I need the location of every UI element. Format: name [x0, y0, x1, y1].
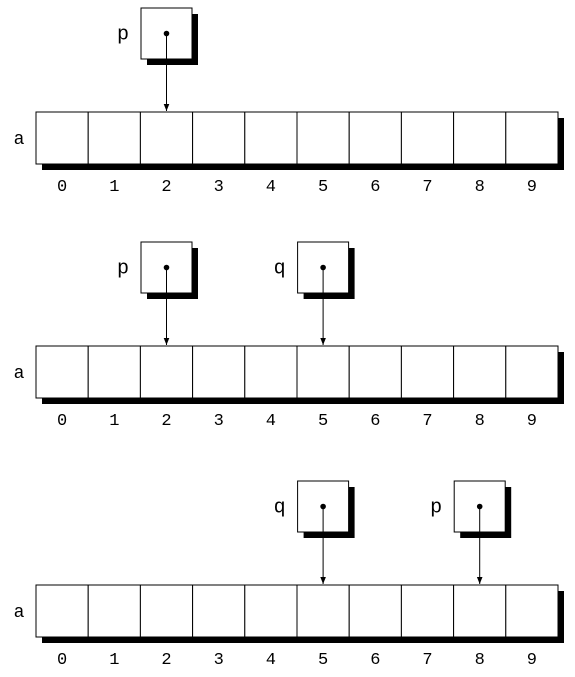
- array-cell: [87, 345, 141, 399]
- array-cell: [296, 345, 350, 399]
- array-cell: [35, 111, 89, 165]
- array-cell: [244, 345, 298, 399]
- index-label: 8: [475, 178, 485, 197]
- index-label: 6: [370, 178, 380, 197]
- array-cell: [87, 584, 141, 638]
- index-label: 0: [57, 178, 67, 197]
- panel-3: a 0 1 2 3 4 5 6 7 8 9 q p: [14, 480, 564, 670]
- array-cell: [192, 345, 246, 399]
- array-cell: [87, 111, 141, 165]
- index-label: 5: [318, 651, 328, 670]
- index-label: 2: [161, 412, 171, 431]
- array-cell: [139, 345, 194, 399]
- index-label: 8: [475, 412, 485, 431]
- index-label: 2: [161, 178, 171, 197]
- index-label: 3: [214, 412, 224, 431]
- index-label: 6: [370, 412, 380, 431]
- pointer-label: p: [117, 258, 129, 281]
- index-label: 1: [109, 651, 119, 670]
- array-cell: [453, 584, 507, 638]
- array-label: a: [14, 130, 25, 150]
- array-cell: [453, 345, 507, 399]
- pointer-label: p: [430, 497, 442, 520]
- array-cell: [192, 584, 246, 638]
- index-label: 4: [266, 651, 276, 670]
- index-label: 9: [527, 178, 537, 197]
- index-label: 4: [266, 178, 276, 197]
- index-label: 0: [57, 651, 67, 670]
- pointer-label: p: [117, 24, 129, 47]
- index-label: 5: [318, 412, 328, 431]
- array-label: a: [14, 603, 25, 623]
- index-label: 2: [161, 651, 171, 670]
- index-label: 8: [475, 651, 485, 670]
- array-cell: [348, 111, 402, 165]
- pointer-label: q: [274, 497, 286, 520]
- pointer-p: p: [117, 241, 198, 345]
- array-cell: [139, 584, 194, 638]
- array-cell: [505, 111, 559, 165]
- index-label: 0: [57, 412, 67, 431]
- array-label: a: [14, 364, 25, 384]
- index-label: 3: [214, 178, 224, 197]
- array-cell: [400, 584, 455, 638]
- pointer-label: q: [274, 258, 286, 281]
- array-cell: [505, 345, 559, 399]
- pointer-p: p: [430, 480, 512, 584]
- pointer-q: q: [274, 241, 355, 345]
- array-cell: [453, 111, 507, 165]
- array-cell: [244, 111, 298, 165]
- index-label: 3: [214, 651, 224, 670]
- array-cell: [296, 111, 350, 165]
- array-cell: [139, 111, 194, 165]
- array-cell: [400, 345, 455, 399]
- array-cell: [400, 111, 455, 165]
- array-cell: [348, 584, 402, 638]
- index-label: 7: [422, 412, 432, 431]
- pointer-q: q: [274, 480, 355, 584]
- array-cell: [296, 584, 350, 638]
- index-label: 5: [318, 178, 328, 197]
- array-cell: [35, 584, 89, 638]
- index-label: 1: [109, 178, 119, 197]
- array-cell: [505, 584, 559, 638]
- panel-1: a 0 1 2 3 4 5 6 7 8 9 p: [14, 7, 564, 197]
- index-label: 6: [370, 651, 380, 670]
- array-cell: [244, 584, 298, 638]
- panel-2: a 0 1 2 3 4 5 6 7 8 9 p q: [14, 241, 564, 431]
- index-label: 4: [266, 412, 276, 431]
- index-label: 9: [527, 651, 537, 670]
- index-label: 1: [109, 412, 119, 431]
- array-cell: [348, 345, 402, 399]
- index-label: 9: [527, 412, 537, 431]
- index-label: 7: [422, 651, 432, 670]
- index-label: 7: [422, 178, 432, 197]
- pointer-p: p: [117, 7, 198, 111]
- array-cell: [35, 345, 89, 399]
- array-cell: [192, 111, 246, 165]
